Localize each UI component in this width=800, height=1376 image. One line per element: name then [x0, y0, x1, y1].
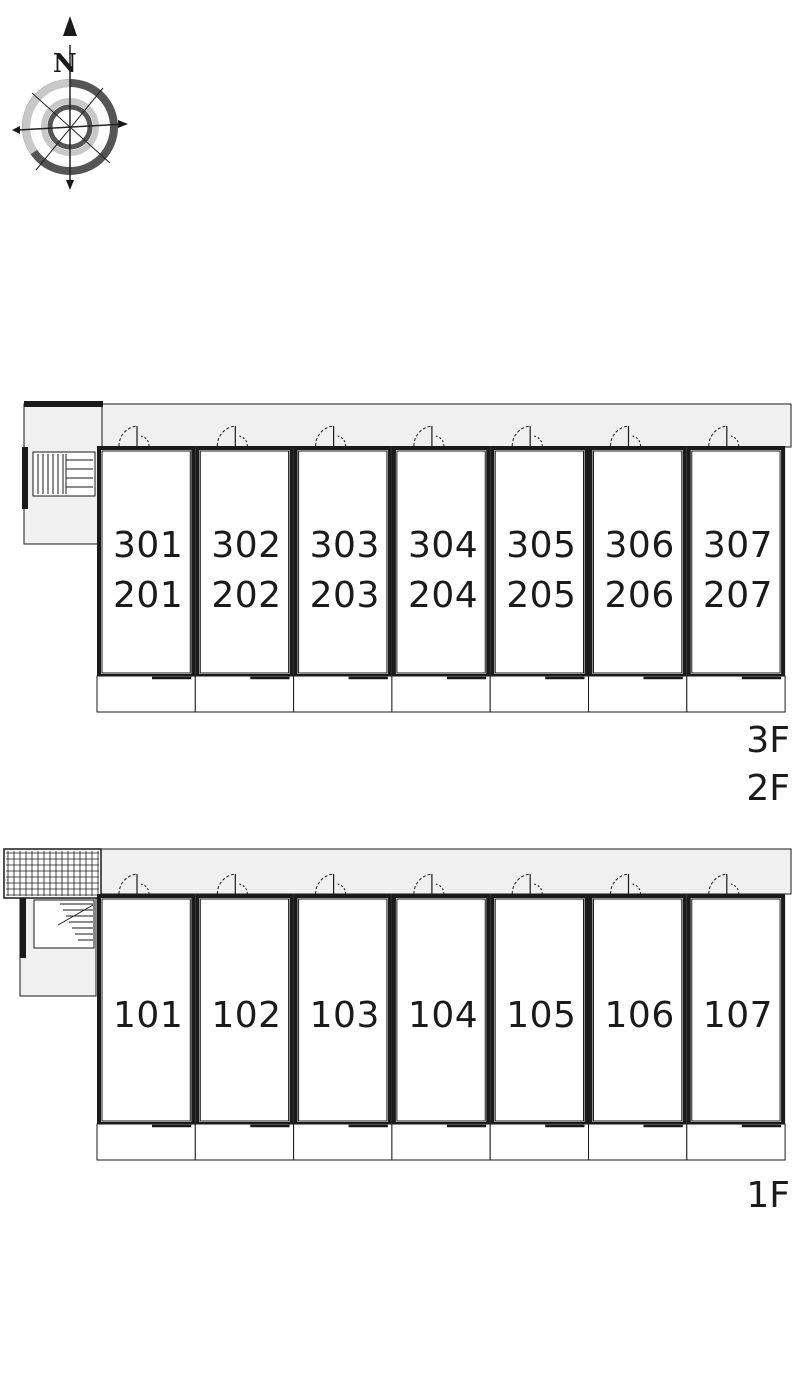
compass-north-label: N	[53, 49, 77, 79]
door-icon	[216, 873, 248, 895]
unit-107[interactable]: 107	[686, 873, 786, 1161]
unit-number: 102	[211, 995, 281, 1036]
unit-number: 107	[703, 995, 773, 1036]
unit-number-lower: 207	[703, 575, 773, 616]
door-icon	[708, 425, 740, 447]
unit-101[interactable]: 101	[96, 873, 196, 1161]
floor-label-3f: 3F	[746, 720, 790, 761]
door-icon	[315, 873, 347, 895]
unit-104[interactable]: 104	[391, 873, 491, 1161]
unit-number: 103	[310, 995, 380, 1036]
unit-number: 105	[506, 995, 576, 1036]
door-icon	[413, 873, 445, 895]
staircase	[32, 451, 96, 497]
unit-103[interactable]: 103	[293, 873, 393, 1161]
unit-number-upper: 303	[310, 525, 380, 566]
unit-number: 104	[408, 995, 478, 1036]
unit-number: 106	[605, 995, 675, 1036]
unit-number-upper: 301	[113, 525, 183, 566]
grated-landing	[3, 848, 102, 899]
unit-number-upper: 306	[605, 525, 675, 566]
door-icon	[413, 425, 445, 447]
ground-floor-plan: 101 102 103 104 105 106 107 1F	[3, 848, 792, 1216]
door-icon	[118, 425, 150, 447]
door-icon	[511, 873, 543, 895]
door-icon	[609, 873, 642, 895]
unit-number-lower: 203	[310, 575, 380, 616]
staircase	[33, 899, 95, 949]
upper-floor-plan: 3012013022023032033042043052053062063072…	[22, 401, 792, 809]
floor-label-2f: 2F	[746, 768, 790, 809]
door-icon	[708, 873, 740, 895]
unit-number-upper: 307	[703, 525, 773, 566]
unit-105[interactable]: 105	[489, 873, 590, 1161]
unit-102[interactable]: 102	[194, 873, 295, 1161]
door-icon	[118, 873, 150, 895]
unit-number: 101	[113, 995, 183, 1036]
door-icon	[315, 425, 347, 447]
unit-number-upper: 302	[211, 525, 281, 566]
unit-number-lower: 204	[408, 575, 478, 616]
unit-number-upper: 305	[506, 525, 576, 566]
unit-number-lower: 205	[506, 575, 576, 616]
unit-number-lower: 201	[113, 575, 183, 616]
door-icon	[609, 425, 642, 447]
unit-106[interactable]: 106	[588, 873, 688, 1161]
door-icon	[216, 425, 248, 447]
unit-number-lower: 206	[605, 575, 675, 616]
unit-number-upper: 304	[408, 525, 478, 566]
door-icon	[511, 425, 543, 447]
unit-number-lower: 202	[211, 575, 281, 616]
floor-label-1f: 1F	[746, 1175, 790, 1216]
compass-rose-icon: N	[12, 16, 128, 190]
